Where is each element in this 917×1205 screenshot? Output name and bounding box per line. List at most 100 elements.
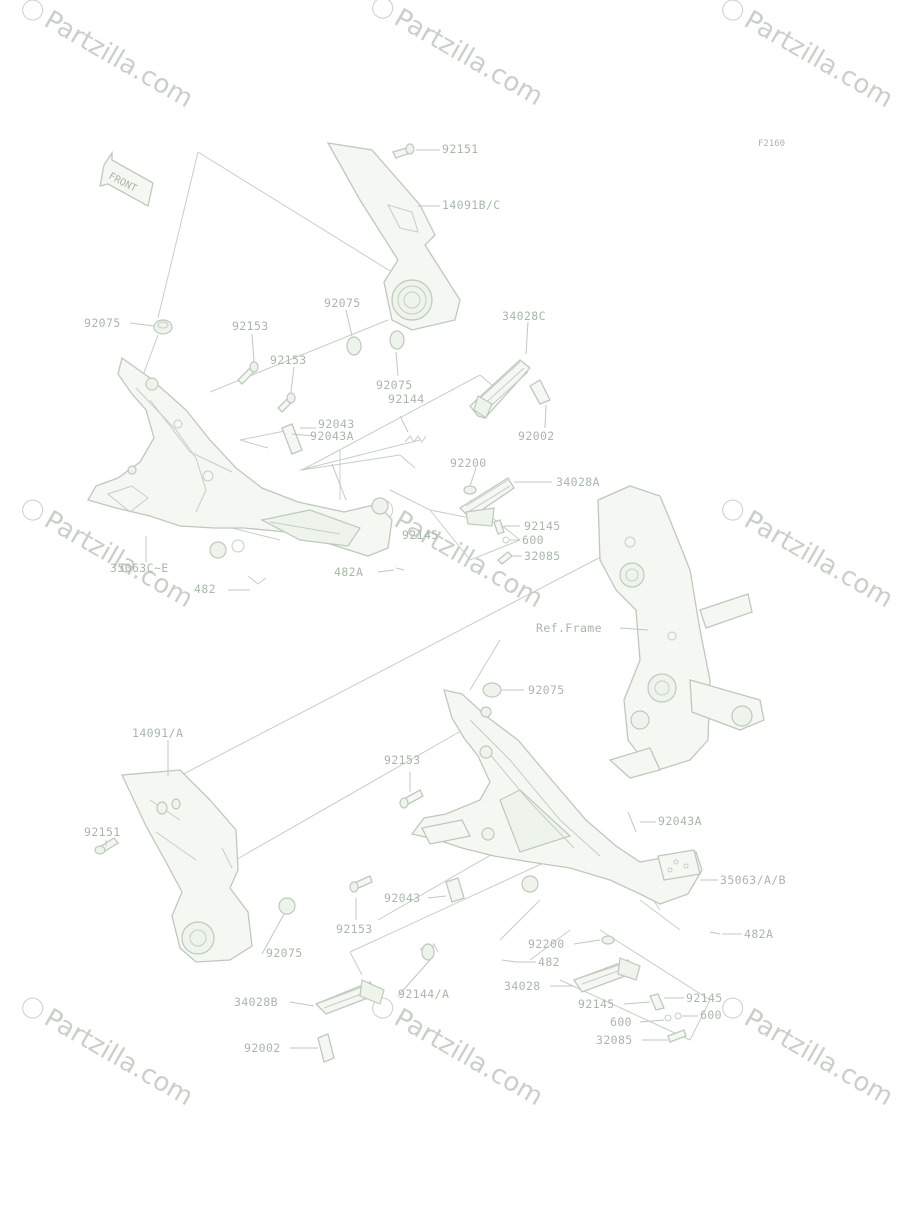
watermark-1: Partzilla.com (22, 0, 198, 114)
callout-92151-bottom: 92151 (84, 825, 121, 839)
callout-32085-top: 32085 (524, 549, 561, 563)
callout-92043: 92043 (318, 417, 355, 431)
ring-92200-bottom (601, 935, 615, 945)
callout-35063ab: 35063/A/B (720, 873, 786, 887)
pin-92002-top (529, 379, 551, 405)
callout-92144: 92144 (388, 392, 425, 406)
callout-92145-left: 92145 (402, 528, 439, 542)
callout-92145-bottom-left: 92145 (578, 997, 615, 1011)
pin-92043-bottom (445, 877, 465, 903)
cover-14091a (121, 769, 253, 963)
watermark-8: Partzilla.com (372, 997, 548, 1112)
watermark-layer: Partzilla.com Partzilla.com Partzilla.co… (22, 0, 898, 1112)
front-arrow-icon: FRONT (99, 150, 154, 207)
bracket-35063ce (87, 356, 393, 559)
spring-92144 (404, 435, 427, 443)
callout-482a-top: 482A (334, 565, 363, 579)
callout-92075-bottom: 92075 (266, 946, 303, 960)
callout-600-top: 600 (522, 533, 544, 547)
figure-code: F2160 (758, 139, 785, 149)
callout-92153-bottom: 92153 (336, 922, 373, 936)
callout-34028: 34028 (504, 979, 541, 993)
callout-482-top: 482 (194, 582, 216, 596)
cotter-482-top (247, 575, 267, 585)
callout-92145-bottom-right: 92145 (686, 991, 723, 1005)
pin-92043a-bottom (627, 811, 637, 833)
callout-92043a-bottom: 92043A (658, 814, 702, 828)
bolt-92153-b (277, 392, 296, 413)
callout-482a-bottom: 482A (744, 927, 773, 941)
watermark-9: Partzilla.com (722, 997, 898, 1112)
footpeg-34028 (573, 957, 641, 993)
collar-92075-mid (346, 336, 362, 356)
callout-92153-mid: 92153 (384, 753, 421, 767)
callout-14091a: 14091/A (132, 726, 183, 740)
callout-482-bottom: 482 (538, 955, 560, 969)
collar-92075-bottom (278, 897, 296, 915)
callout-600-bottom-left: 600 (610, 1015, 632, 1029)
callout-92043a-top: 92043A (310, 429, 354, 443)
pin-92043a-top (331, 463, 347, 501)
cotter-482-bottom (501, 959, 517, 963)
bolt-92151-bottom (94, 837, 119, 855)
cover-14091bc (326, 142, 461, 331)
watermark-3: Partzilla.com (722, 0, 898, 114)
pin-92043-top (281, 423, 303, 455)
pin-92002-bottom (317, 1033, 335, 1063)
svg-text:Partzilla.com: Partzilla.com (739, 5, 898, 114)
washer-600-top (502, 536, 510, 544)
callout-92002-top: 92002 (518, 429, 555, 443)
cotter-482a-bottom (709, 931, 721, 935)
watermark-7: Partzilla.com (22, 997, 198, 1112)
callout-34028b: 34028B (234, 995, 278, 1009)
callout-92075-right: 92075 (376, 378, 413, 392)
reference-lines (141, 151, 711, 1041)
pin-32085-top (497, 551, 513, 565)
callout-92200-bottom: 92200 (528, 937, 565, 951)
svg-text:Partzilla.com: Partzilla.com (389, 1003, 548, 1112)
watermark-2: Partzilla.com (372, 0, 548, 112)
label-leaders (105, 149, 742, 1049)
bracket-35063ab (410, 689, 703, 905)
callout-labels: 92151 14091B/C 92075 92075 92075 92153 9… (84, 142, 786, 1055)
footpeg-34028a (458, 477, 515, 527)
bolt-92153-bottom (349, 875, 373, 893)
callout-92075-left: 92075 (84, 316, 121, 330)
bolt-92153-a (237, 361, 259, 385)
callout-14091bc: 14091B/C (442, 198, 501, 212)
svg-text:Partzilla.com: Partzilla.com (39, 1003, 198, 1112)
callout-92153-a: 92153 (232, 319, 269, 333)
callout-34028c: 34028C (502, 309, 546, 323)
svg-text:Partzilla.com: Partzilla.com (389, 3, 548, 112)
svg-text:Partzilla.com: Partzilla.com (739, 505, 898, 614)
callout-92145-top: 92145 (524, 519, 561, 533)
washer-600-bottom (664, 1012, 682, 1022)
spring-92144a (419, 942, 439, 961)
callout-92075-mid: 92075 (324, 296, 361, 310)
callout-92151-top: 92151 (442, 142, 479, 156)
bolt-92151-top (392, 143, 415, 159)
collar-92075-lowermid (482, 682, 502, 698)
callout-92200-top: 92200 (450, 456, 487, 470)
frame-reference (597, 485, 765, 779)
callout-92144a: 92144/A (398, 987, 449, 1001)
callout-ref-frame: Ref.Frame (536, 621, 602, 635)
callout-92075-lowermid: 92075 (528, 683, 565, 697)
bolt-92153-mid (399, 789, 424, 809)
footpeg-34028c (469, 359, 531, 419)
ring-92200-top (463, 485, 477, 495)
callout-92002-bottom: 92002 (244, 1041, 281, 1055)
callout-92043-bottom: 92043 (384, 891, 421, 905)
svg-text:Partzilla.com: Partzilla.com (739, 1003, 898, 1112)
callout-600-bottom-right: 600 (700, 1008, 722, 1022)
callout-92153-b: 92153 (270, 353, 307, 367)
collar-92075-left (153, 319, 173, 335)
ring-92145-top (493, 519, 505, 535)
pin-32085-bottom (667, 1029, 687, 1043)
callout-32085-bottom: 32085 (596, 1033, 633, 1047)
cotter-482a-top (395, 567, 405, 571)
callout-34028a: 34028A (556, 475, 600, 489)
ring-92145-bottom (649, 993, 665, 1011)
